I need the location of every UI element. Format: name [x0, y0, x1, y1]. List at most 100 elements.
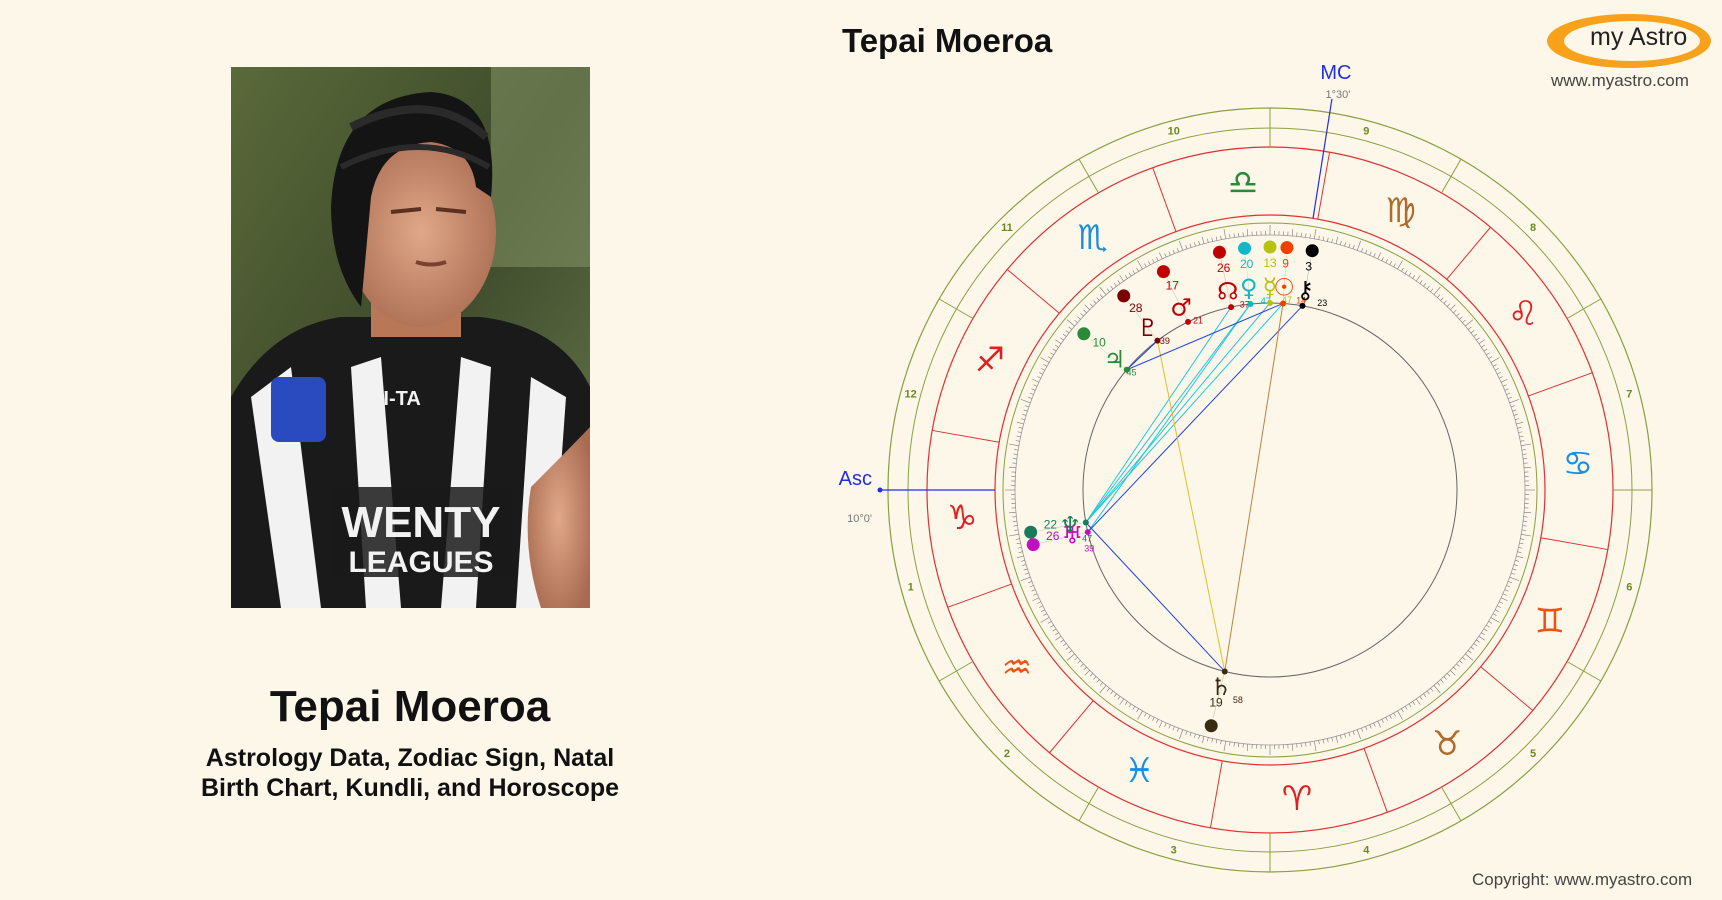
degree-tick — [1520, 538, 1525, 540]
venus-marker — [1238, 241, 1252, 255]
degree-tick — [1020, 418, 1025, 421]
degree-tick — [1519, 435, 1524, 438]
myastro-logo-icon[interactable] — [1544, 10, 1715, 72]
degree-tick — [1511, 572, 1515, 575]
house-number: 9 — [1363, 126, 1369, 138]
degree-tick — [1039, 372, 1043, 375]
aspect-line — [1085, 302, 1271, 523]
chiron-minute: 23 — [1317, 298, 1327, 308]
degree-tick — [1110, 690, 1114, 695]
degree-tick — [1335, 736, 1339, 744]
degree-tick — [1185, 731, 1188, 735]
uranus-leader — [1040, 532, 1085, 544]
aspect-line — [1085, 303, 1251, 523]
degree-tick — [1524, 466, 1532, 469]
house-cusp — [1078, 786, 1099, 822]
degree-tick — [1025, 572, 1029, 575]
house-cusp — [1078, 158, 1099, 194]
degree-tick — [1014, 529, 1019, 531]
degree-tick — [1309, 741, 1311, 746]
degree-tick — [1065, 330, 1070, 334]
degree-tick — [1318, 740, 1320, 745]
degree-tick — [1068, 650, 1073, 654]
degree-tick — [1430, 288, 1434, 293]
degree-tick — [1515, 418, 1520, 421]
degree-tick — [1462, 319, 1466, 323]
degree-tick — [1518, 547, 1523, 549]
asc-label: Asc — [839, 468, 872, 490]
degree-tick — [1068, 326, 1073, 330]
degree-tick — [1467, 650, 1472, 654]
degree-tick — [1050, 352, 1054, 356]
sun-marker — [1280, 241, 1294, 255]
sign-boundary — [1006, 269, 1060, 314]
mercury-minute: 47 — [1282, 295, 1292, 305]
degree-tick — [1066, 653, 1075, 661]
degree-tick — [1031, 589, 1036, 592]
person-name-heading: Tepai Moeroa — [269, 682, 551, 731]
chiron-leader — [1302, 258, 1312, 303]
degree-tick — [1022, 564, 1027, 567]
degree-tick — [1172, 249, 1175, 254]
degree-tick — [1518, 431, 1523, 433]
house-number: 6 — [1626, 581, 1632, 593]
taurus-sign-icon: ♉ — [1432, 724, 1462, 764]
degree-tick — [1136, 708, 1139, 713]
aspect-line — [1085, 306, 1232, 523]
degree-tick — [1522, 525, 1527, 527]
degree-tick — [1361, 727, 1364, 732]
house-number: 12 — [905, 389, 917, 401]
degree-tick — [1389, 261, 1392, 265]
degree-tick — [1344, 733, 1347, 738]
degree-tick — [1433, 286, 1441, 295]
degree-tick — [1459, 660, 1463, 664]
degree-tick — [1080, 663, 1084, 667]
degree-tick — [1025, 405, 1029, 408]
degree-tick — [1124, 701, 1128, 705]
venus-aspect-point — [1247, 301, 1254, 308]
mercury-degree: 13 — [1263, 256, 1277, 270]
degree-tick — [1385, 717, 1388, 721]
degree-tick — [1028, 581, 1033, 584]
sun-aspect-point — [1280, 300, 1287, 307]
degree-tick — [1305, 233, 1307, 238]
degree-tick — [1500, 597, 1508, 601]
house-number: 7 — [1626, 389, 1632, 401]
degree-tick — [1327, 738, 1329, 743]
leo-sign-icon: ♌ — [1508, 294, 1538, 334]
sign-boundary — [1480, 666, 1534, 711]
degree-tick — [1522, 453, 1527, 455]
degree-tick — [1331, 238, 1333, 243]
logo-text[interactable]: my Astro — [1590, 23, 1688, 51]
degree-tick — [1168, 251, 1171, 256]
pluto-degree: 28 — [1129, 301, 1143, 315]
pluto-minute: 39 — [1160, 336, 1170, 346]
degree-tick — [1018, 551, 1023, 553]
degree-tick — [1497, 372, 1501, 375]
site-url[interactable]: www.myastro.com — [1551, 71, 1689, 90]
degree-tick — [1055, 632, 1059, 636]
venus-icon: ♀ — [1240, 274, 1258, 302]
degree-tick — [1476, 337, 1480, 341]
degree-tick — [1433, 685, 1441, 694]
saturn-icon: ♄ — [1210, 673, 1232, 701]
venus-degree: 20 — [1240, 257, 1254, 271]
asc-marker — [877, 487, 883, 493]
degree-tick — [1156, 719, 1159, 723]
mercury-aspect-point — [1267, 300, 1273, 306]
degree-tick — [1016, 542, 1021, 545]
degree-tick — [1365, 726, 1368, 731]
degree-tick — [1008, 511, 1016, 514]
degree-tick — [1093, 300, 1097, 304]
degree-tick — [1416, 698, 1421, 705]
degree-tick — [1060, 639, 1064, 643]
degree-tick — [1465, 319, 1474, 327]
degree-tick — [1291, 228, 1294, 236]
degree-tick — [1512, 409, 1517, 412]
mars-icon: ♂ — [1170, 294, 1192, 322]
degree-ring-outer — [1002, 222, 1538, 758]
degree-tick — [1412, 275, 1416, 279]
degree-tick — [1450, 670, 1456, 676]
degree-tick — [1416, 275, 1421, 282]
house-number: 2 — [1004, 748, 1010, 760]
